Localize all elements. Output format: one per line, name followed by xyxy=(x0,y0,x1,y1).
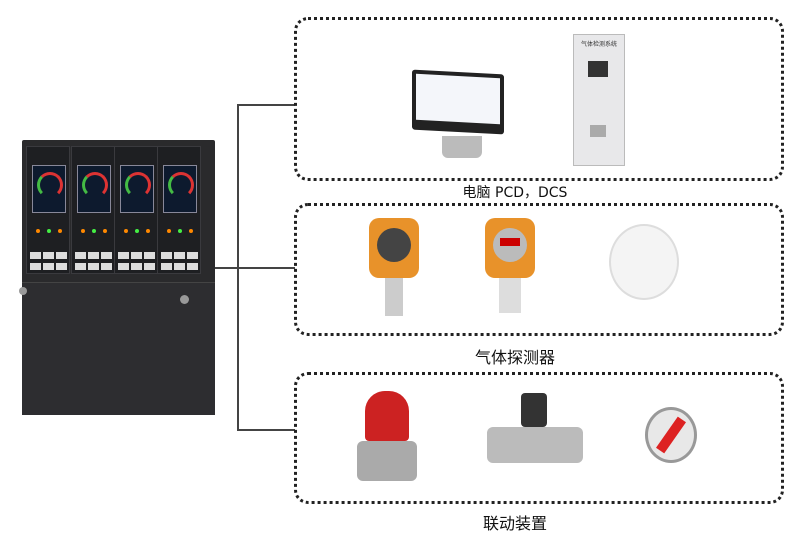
group-gas-detectors xyxy=(294,203,784,336)
solenoid-valve-image xyxy=(487,393,583,463)
group-linkage-devices xyxy=(294,372,784,504)
gas-controller-cabinet xyxy=(19,140,215,415)
monitor-stand xyxy=(442,136,482,158)
gas-detector-lcd-image xyxy=(369,218,419,278)
connector-branch xyxy=(237,267,295,269)
group-computer-dcs: 气体检测系统 xyxy=(294,17,784,181)
gas-detector-led-image xyxy=(485,218,535,278)
control-cabinet-image: 气体检测系统 xyxy=(573,34,625,166)
alarm-light-image xyxy=(365,391,409,441)
connector-line xyxy=(215,267,239,269)
cabinet-lower-door xyxy=(19,282,215,415)
connector-branch xyxy=(237,104,295,106)
group-label: 电脑 PCD，DCS xyxy=(462,185,568,201)
alarm-light-base xyxy=(357,441,417,481)
sensor-head xyxy=(499,278,521,313)
controller-module xyxy=(114,146,158,274)
cabinet-name-plate: 气体检测系统 xyxy=(580,41,617,48)
controller-module xyxy=(26,146,70,274)
group-label: 联动装置 xyxy=(482,514,547,533)
computer-monitor-image xyxy=(412,69,504,135)
controller-module xyxy=(157,146,201,274)
group-label: 气体探测器 xyxy=(474,348,555,367)
smoke-detector-image xyxy=(609,224,679,300)
exhaust-fan-image xyxy=(645,407,697,463)
controller-module xyxy=(71,146,115,274)
sensor-head xyxy=(385,278,403,316)
connector-branch xyxy=(237,429,295,431)
